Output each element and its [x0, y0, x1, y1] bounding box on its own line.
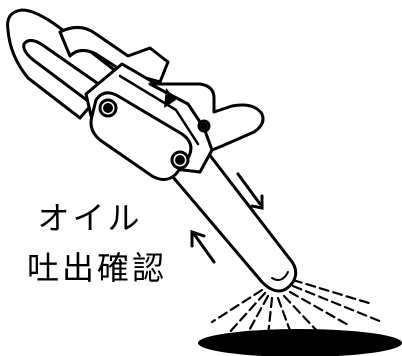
guide-bar — [148, 134, 298, 293]
rear-handle — [148, 82, 265, 152]
arrow-down-icon — [236, 172, 264, 210]
oil-spray-icon — [210, 278, 384, 338]
chainsaw-icon — [6, 8, 298, 293]
caption-line-2: 吐出確認 — [26, 249, 167, 287]
arrow-up-icon — [190, 229, 216, 264]
caption-line-1: オイル — [37, 199, 143, 237]
oil-spot-icon — [198, 329, 402, 356]
top-handle — [6, 8, 124, 120]
